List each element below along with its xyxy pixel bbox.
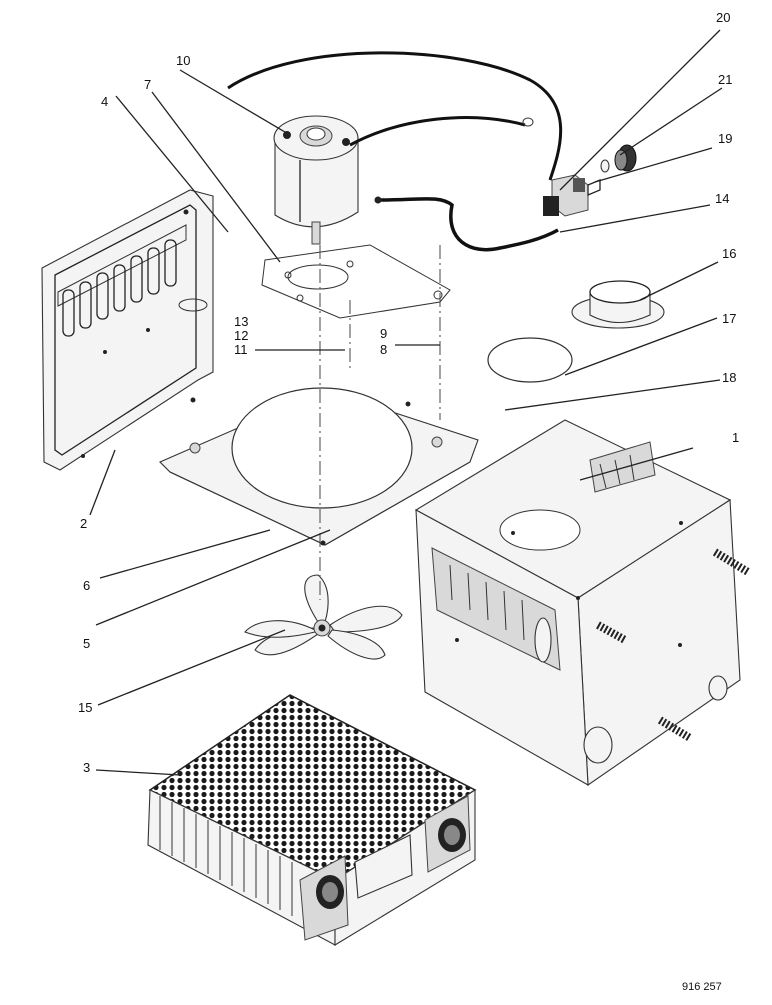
callout-2: 2 bbox=[80, 516, 87, 531]
inlet-port bbox=[299, 855, 349, 941]
fan-blade bbox=[244, 574, 403, 660]
leader-lines bbox=[89, 29, 723, 776]
callout-14: 14 bbox=[715, 191, 729, 206]
heat-exchanger-core bbox=[147, 694, 477, 946]
duct-flange bbox=[571, 280, 665, 329]
control-knob bbox=[600, 144, 637, 173]
callout-1: 1 bbox=[732, 430, 739, 445]
callout-19: 19 bbox=[718, 131, 732, 146]
blower-motor bbox=[273, 115, 359, 245]
callout-4: 4 bbox=[101, 94, 108, 109]
outlet-port bbox=[424, 795, 471, 873]
callout-16: 16 bbox=[722, 246, 736, 261]
callout-20: 20 bbox=[716, 10, 730, 25]
louvre-slots bbox=[62, 239, 177, 337]
louvre-panel bbox=[41, 189, 214, 471]
callout-15: 15 bbox=[78, 700, 92, 715]
mounting-studs bbox=[596, 548, 751, 742]
seal-disc bbox=[487, 337, 573, 383]
callout-6: 6 bbox=[83, 578, 90, 593]
assembly-axes bbox=[319, 245, 441, 600]
callout-11: 11 bbox=[234, 342, 248, 357]
callout-9: 9 bbox=[380, 326, 387, 341]
callout-17: 17 bbox=[722, 311, 736, 326]
callout-13: 13 bbox=[234, 314, 248, 329]
gasket-ring bbox=[178, 244, 451, 319]
callout-3: 3 bbox=[83, 760, 90, 775]
callout-7: 7 bbox=[144, 77, 151, 92]
callout-labels: 1 2 3 4 5 6 7 8 9 10 11 12 13 14 15 16 1… bbox=[78, 10, 739, 993]
callout-5: 5 bbox=[83, 636, 90, 651]
callout-8: 8 bbox=[380, 342, 387, 357]
switch-assembly bbox=[543, 174, 601, 217]
mounting-plate bbox=[159, 387, 479, 546]
callout-18: 18 bbox=[722, 370, 736, 385]
wiring bbox=[227, 51, 563, 252]
heater-casing bbox=[414, 419, 741, 787]
callout-10: 10 bbox=[176, 53, 190, 68]
callout-12: 12 bbox=[234, 328, 248, 343]
callout-21: 21 bbox=[718, 72, 732, 87]
drawing-number: 916 257 bbox=[682, 981, 722, 993]
